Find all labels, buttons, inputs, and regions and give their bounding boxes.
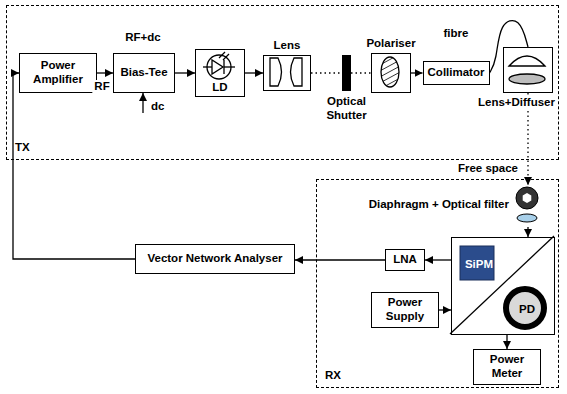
process-box: Power Supply	[371, 292, 439, 328]
laser-diode-symbol	[203, 52, 235, 79]
diffuser-disc	[509, 74, 545, 84]
diaphragm-aperture	[523, 193, 532, 203]
dc-input-arrow	[142, 93, 143, 113]
signal-label: dc	[149, 100, 166, 114]
detector-box: SiPM PD	[451, 237, 555, 335]
signal-connector	[527, 227, 528, 237]
edge-label: RF	[92, 80, 111, 94]
signal-connector	[13, 73, 135, 259]
signal-connector	[175, 72, 195, 73]
optical-filter-disc	[517, 214, 537, 222]
signal-connector	[245, 72, 263, 73]
signal-connector	[439, 309, 451, 310]
node-label: Power Meter	[474, 353, 540, 381]
lens-symbol	[270, 58, 302, 86]
lens-element	[270, 58, 282, 86]
node-label: Diaphragm + Optical filter	[369, 198, 509, 212]
process-box: Vector Network Analyser	[135, 244, 295, 274]
edge-label: Free space	[456, 162, 520, 176]
diode-triangle	[212, 60, 223, 74]
polariser-disc	[381, 57, 399, 87]
node-label: LD	[196, 81, 244, 95]
node-label: Power Supply	[372, 296, 438, 324]
plano-convex-lens	[509, 56, 545, 66]
signal-connector	[425, 259, 451, 260]
signal-connector	[411, 72, 423, 73]
lens-diffuser-box: Lens+Diffuser	[503, 47, 553, 93]
region-label: RX	[325, 369, 341, 383]
tx-region: Power AmplifierBias-TeeLDLensOptical Shu…	[6, 5, 559, 160]
diode-lead	[203, 66, 212, 67]
process-box: LNA	[385, 249, 425, 271]
diode-lead	[224, 66, 235, 67]
laser-diode-box: LD	[195, 49, 245, 97]
rx-region: Diaphragm + Optical filterSiPM PD LNA Power…	[316, 179, 559, 388]
diaphragm-filter: Diaphragm + Optical filter	[513, 185, 543, 227]
process-box: Bias-Tee	[113, 53, 175, 93]
lens-element	[291, 58, 303, 86]
lens-diffuser-symbol	[509, 56, 545, 84]
optical-path	[351, 72, 371, 73]
node-label: Power Amplifier	[20, 59, 96, 87]
node-label: Bias-Tee	[120, 66, 167, 80]
signal-connector	[97, 72, 113, 73]
node-label: LNA	[393, 253, 417, 267]
node-label: Lens+Diffuser	[476, 96, 557, 110]
optical-shutter: Optical Shutter	[342, 55, 351, 91]
node-label: Vector Network Analyser	[147, 252, 282, 266]
emission-arrow	[223, 54, 229, 60]
polariser-box: Polariser	[371, 53, 411, 93]
region-label: TX	[15, 141, 30, 155]
lens-box: Lens	[263, 55, 311, 91]
node-label: Polariser	[366, 37, 415, 51]
node-label: Lens	[274, 39, 301, 53]
beam-splitter-line	[450, 236, 554, 334]
diaphragm-ring	[516, 187, 538, 209]
optical-path	[311, 72, 342, 73]
node-label: PD	[505, 288, 549, 332]
signal-connector	[295, 259, 385, 260]
emission-arrow	[219, 52, 225, 58]
edge-label: fibre	[442, 27, 471, 41]
polariser-hatching	[378, 54, 402, 96]
process-box: Power Amplifier	[19, 53, 97, 93]
node-label: SiPM	[462, 248, 496, 282]
polariser-symbol	[378, 54, 402, 96]
process-box: Collimator	[423, 61, 490, 85]
edge-label: RF+dc	[123, 31, 162, 45]
signal-connector	[506, 335, 507, 349]
process-box: Power Meter	[473, 349, 541, 385]
diaphragm-symbol	[516, 187, 538, 222]
node-label: Optical Shutter	[320, 95, 374, 123]
node-label: Collimator	[428, 66, 485, 80]
